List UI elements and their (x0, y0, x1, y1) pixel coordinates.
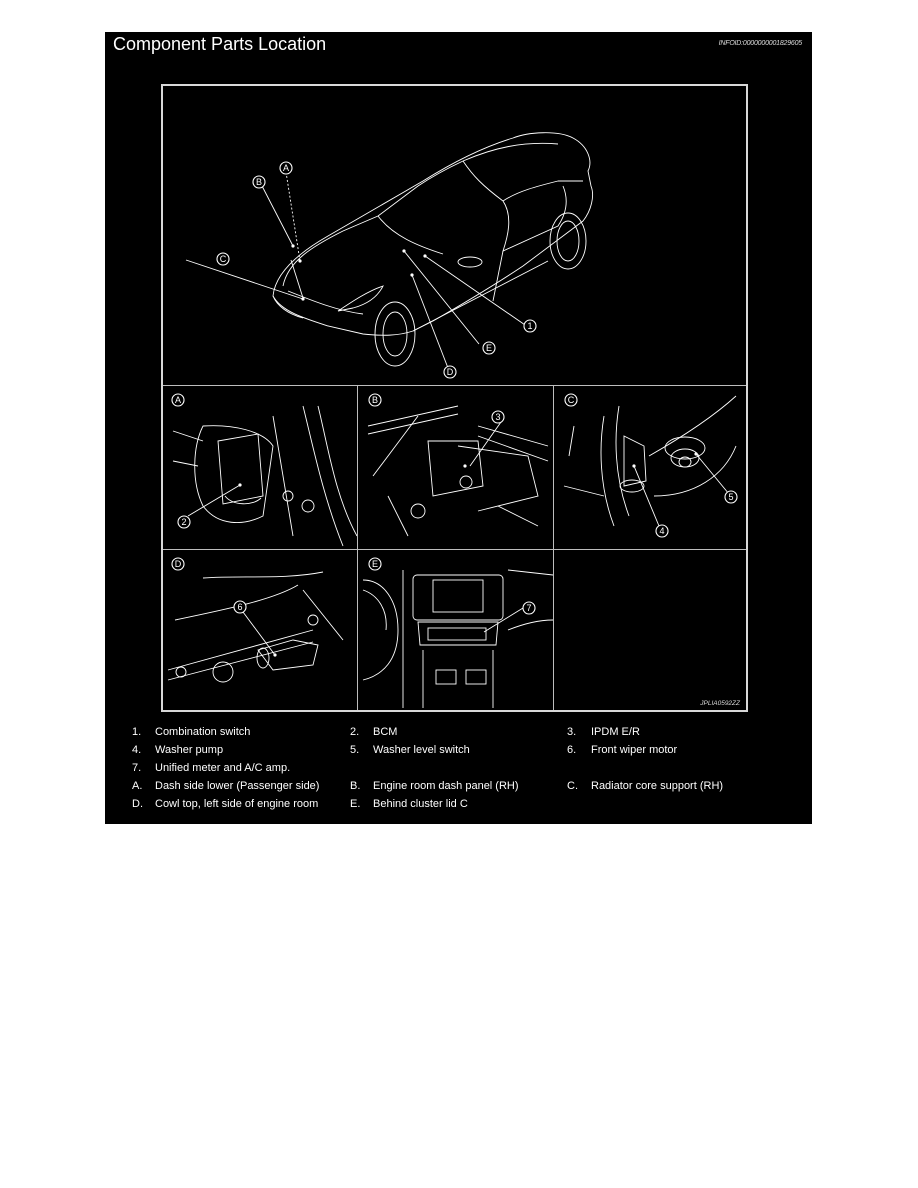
panel-label-c: C (564, 393, 578, 407)
legend-key: 6. (567, 744, 577, 756)
svg-text:4: 4 (659, 526, 664, 536)
legend-text: Cowl top, left side of engine room (155, 798, 319, 810)
figure-code: JPLIA0592ZZ (700, 700, 740, 707)
panel-label-a: A (171, 393, 185, 407)
svg-text:C: C (220, 254, 227, 264)
panel-label-b: B (368, 393, 382, 407)
cowl-top-illustration-icon: D 6 (167, 557, 344, 683)
legend-key: 1. (132, 726, 142, 738)
svg-text:5: 5 (728, 492, 733, 502)
callout-C: C (216, 252, 230, 266)
callout-D: D (443, 365, 457, 379)
detail-panel-d: D 6 (163, 550, 357, 710)
svg-text:E: E (372, 559, 378, 569)
svg-text:7: 7 (526, 603, 531, 613)
svg-text:A: A (175, 395, 181, 405)
svg-text:B: B (256, 177, 262, 187)
legend-key: D. (132, 798, 143, 810)
grid-divider (553, 385, 554, 710)
legend-key: B. (350, 780, 361, 792)
radiator-core-support-illustration-icon: C 4 5 (563, 393, 738, 538)
grid-divider (163, 549, 746, 550)
legend-text: Radiator core support (RH) (591, 780, 724, 792)
legend-text: BCM (373, 726, 398, 738)
grid-divider (163, 385, 746, 386)
callout-E: E (482, 341, 496, 355)
dash-side-lower-illustration-icon: A 2 (171, 393, 357, 547)
component-location-figure: A B C D E 1 (161, 84, 748, 712)
legend-key: 4. (132, 744, 142, 756)
svg-text:A: A (283, 163, 289, 173)
callout-1: 1 (523, 319, 537, 333)
engine-room-dash-illustration-icon: B 3 (367, 393, 549, 537)
svg-text:1: 1 (527, 321, 532, 331)
callout-6: 6 (233, 600, 247, 614)
legend-row: 1. Combination switch 2. BCM 3. IPDM E/R (105, 726, 812, 744)
svg-text:D: D (175, 559, 182, 569)
svg-text:D: D (447, 367, 454, 377)
legend-text: Behind cluster lid C (373, 798, 468, 810)
legend-row: 7. Unified meter and A/C amp. (105, 762, 812, 780)
page-title: Component Parts Location (113, 34, 327, 54)
callout-3: 3 (491, 410, 505, 424)
legend-text: Combination switch (155, 726, 251, 738)
callout-5: 5 (724, 490, 738, 504)
legend-key: E. (350, 798, 361, 810)
legend-text: Washer level switch (373, 744, 470, 756)
detail-panel-b: B 3 (358, 386, 553, 549)
svg-text:3: 3 (495, 412, 500, 422)
callout-2: 2 (177, 515, 191, 529)
legend-row: D. Cowl top, left side of engine room E.… (105, 798, 812, 816)
grid-divider (357, 385, 358, 710)
svg-text:C: C (568, 395, 575, 405)
detail-panel-a: A 2 (163, 386, 357, 549)
legend-key: 5. (350, 744, 360, 756)
callout-B: B (252, 175, 266, 189)
svg-text:E: E (486, 343, 492, 353)
svg-text:2: 2 (181, 517, 186, 527)
info-id: INFOID:0000000001829605 (718, 40, 803, 47)
legend-text: Dash side lower (Passenger side) (155, 780, 320, 792)
legend-text: Washer pump (155, 744, 224, 756)
legend-key: 2. (350, 726, 360, 738)
instrument-panel-illustration-icon: E 7 (362, 557, 553, 708)
legend-text: IPDM E/R (591, 726, 640, 738)
legend-text: Unified meter and A/C amp. (155, 762, 291, 774)
detail-panel-c: C 4 5 (554, 386, 746, 549)
legend-text: Engine room dash panel (RH) (373, 780, 519, 792)
svg-text:6: 6 (237, 602, 242, 612)
detail-panel-e: E 7 (358, 550, 553, 710)
car-illustration-icon: A B C D E 1 (185, 132, 594, 379)
panel-label-e: E (368, 557, 382, 571)
legend-key: 7. (132, 762, 142, 774)
callout-7: 7 (522, 601, 536, 615)
callout-A: A (279, 161, 293, 175)
legend-row: 4. Washer pump 5. Washer level switch 6.… (105, 744, 812, 762)
document-page: Component Parts Location INFOID:00000000… (105, 32, 812, 824)
svg-text:B: B (372, 395, 378, 405)
legend-key: 3. (567, 726, 577, 738)
main-car-view: A B C D E 1 (163, 86, 746, 385)
legend-key: A. (132, 780, 143, 792)
callout-4: 4 (655, 524, 669, 538)
legend-text: Front wiper motor (591, 744, 678, 756)
panel-label-d: D (171, 557, 185, 571)
legend-row: A. Dash side lower (Passenger side) B. E… (105, 780, 812, 798)
legend-key: C. (567, 780, 578, 792)
